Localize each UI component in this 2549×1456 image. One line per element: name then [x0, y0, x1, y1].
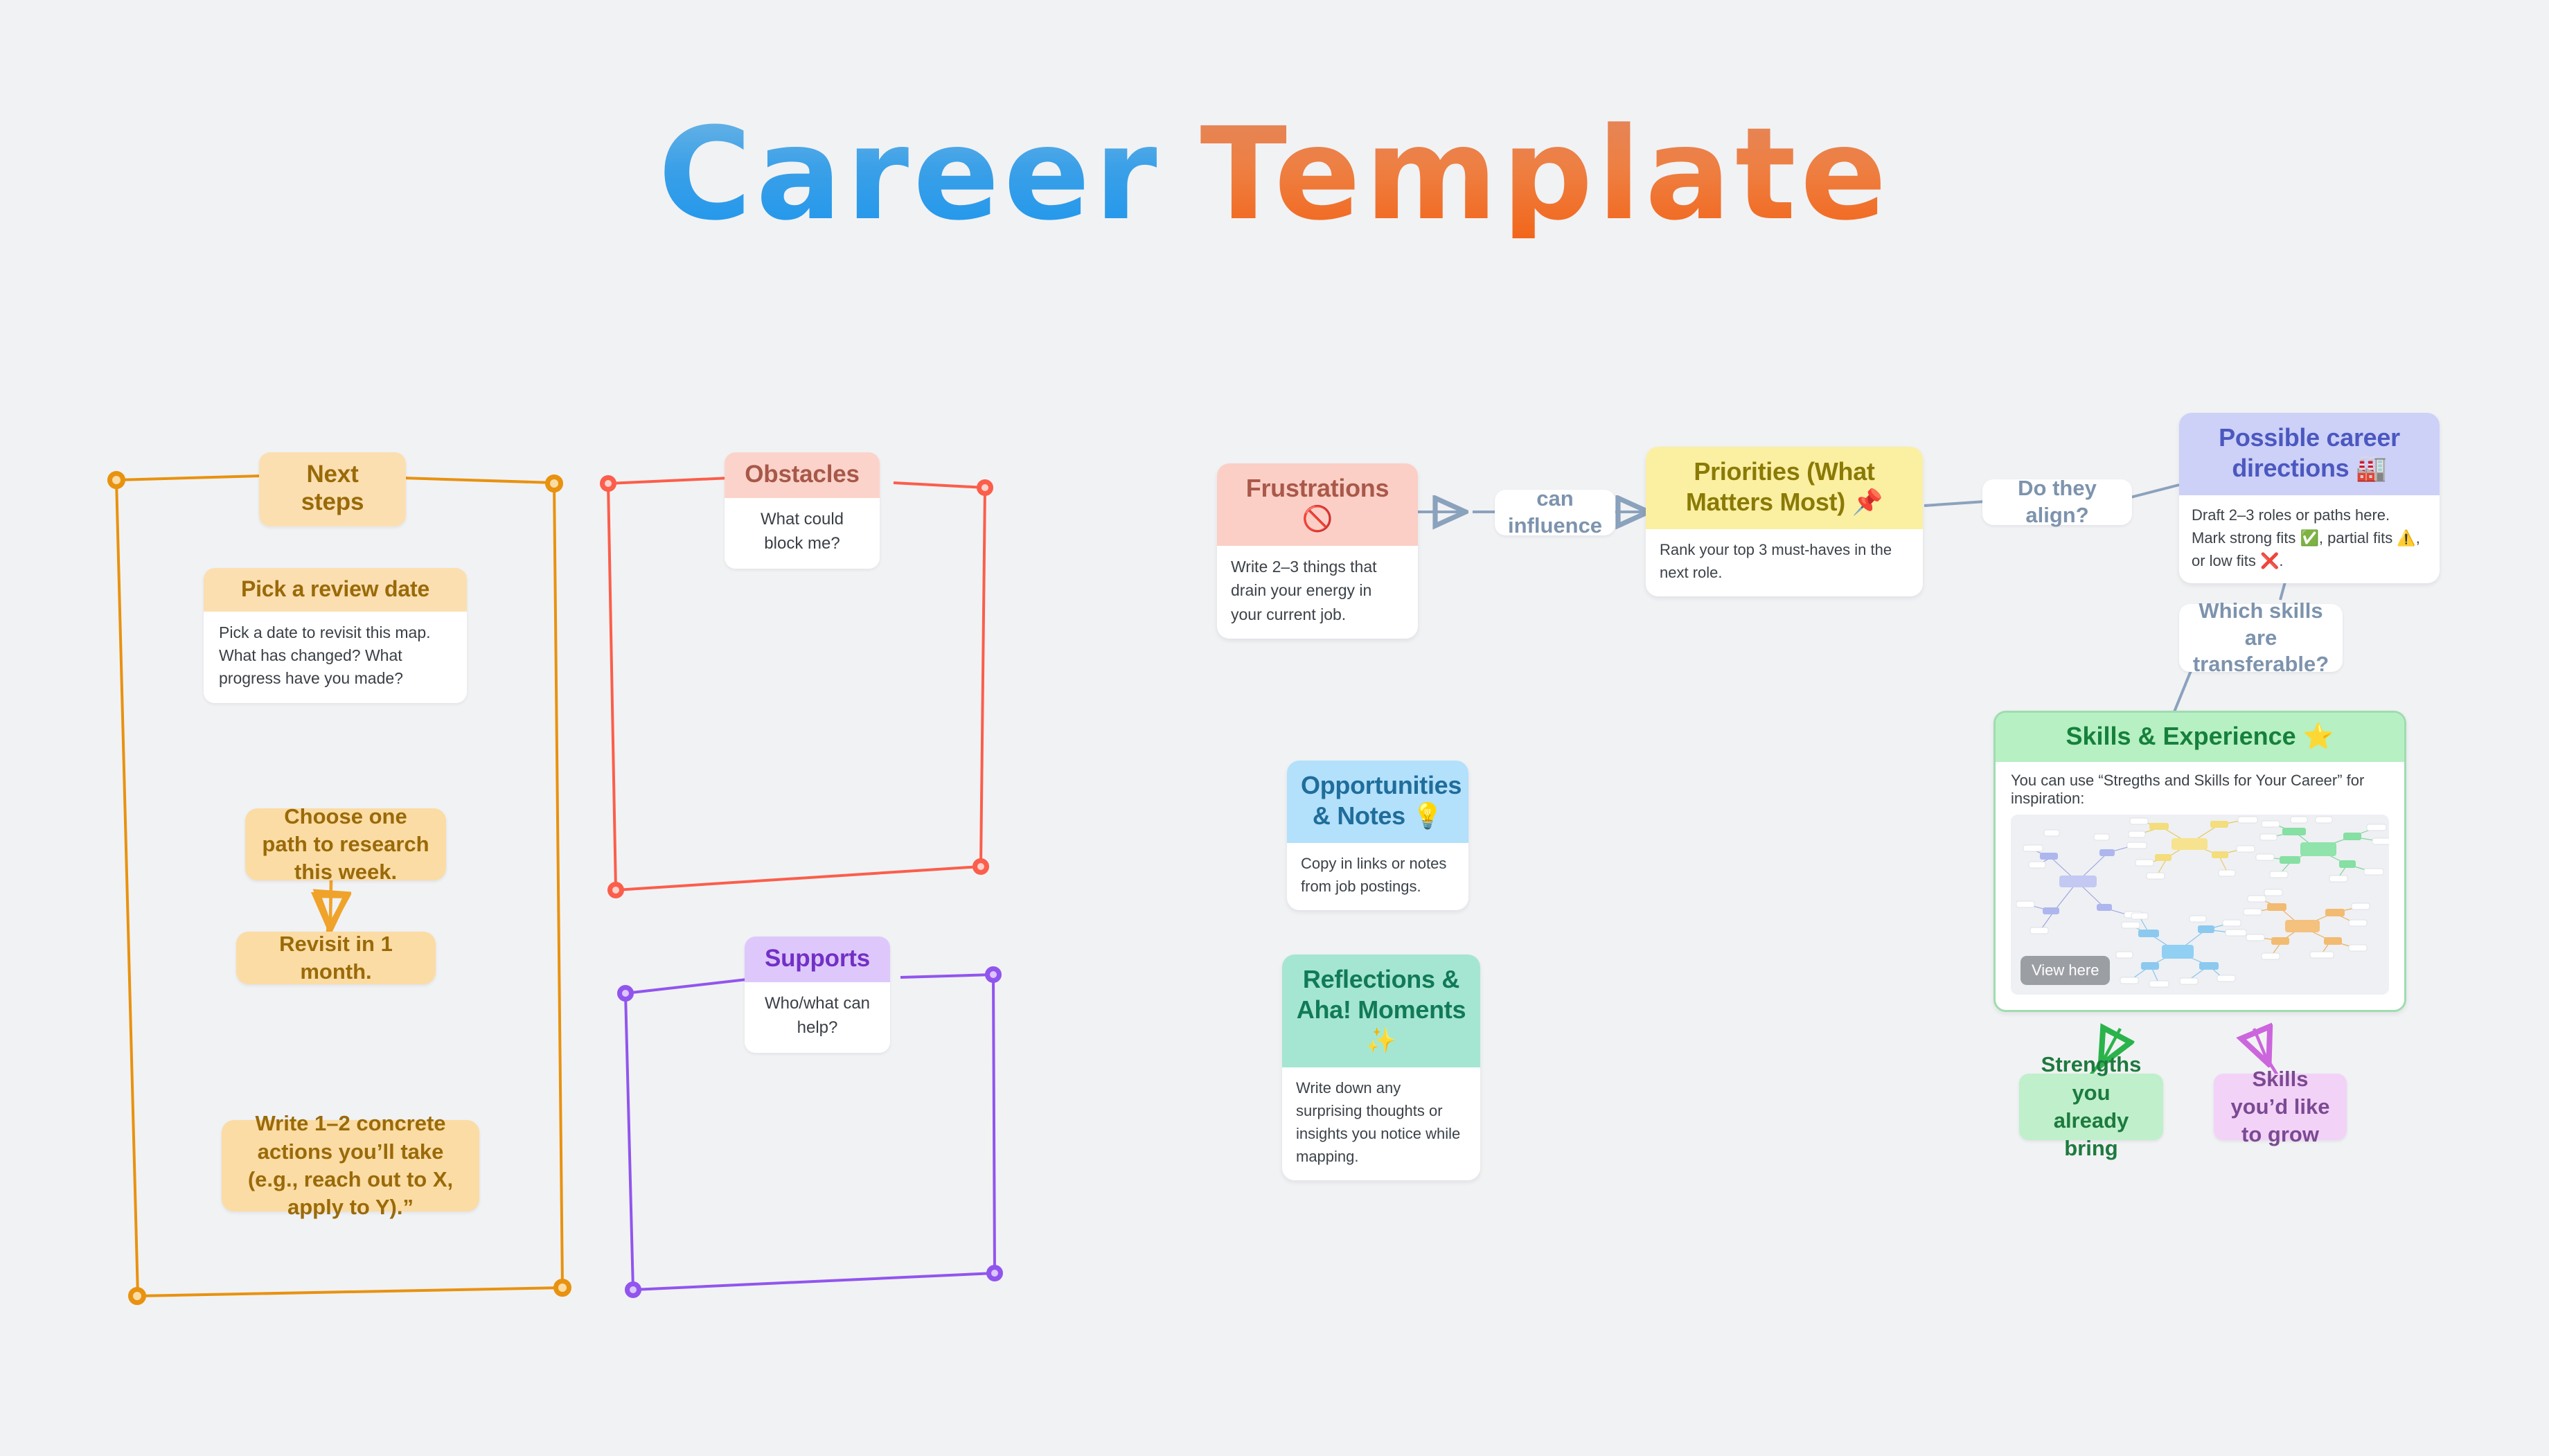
leaf-strengths-you-bring[interactable]: Strengths you already bring — [2019, 1052, 2163, 1160]
topic-reflections-aha-title-text: Reflections & Aha! Moments — [1296, 965, 1466, 1024]
frame-handle-obstacles-tr[interactable] — [977, 479, 993, 496]
mindmap-preview-graphic — [2016, 816, 2389, 988]
leaf-skills-to-grow[interactable]: Skills you’d like to grow — [2214, 1067, 2347, 1146]
relation-can-influence[interactable]: can influence — [1495, 486, 1615, 538]
connector-priorities-align — [1924, 500, 1986, 507]
connector-whichskills-skills — [2172, 668, 2193, 714]
frame-label-next-steps[interactable]: Next steps — [259, 452, 406, 526]
leaf-skills-to-grow-text: Skills you’d like to grow — [2230, 1066, 2330, 1147]
factory-icon: 🏭 — [2356, 454, 2387, 483]
topic-frustrations[interactable]: Frustrations 🚫 Write 2–3 things that dra… — [1217, 463, 1418, 639]
frame-handle-next-steps-tr[interactable] — [545, 474, 563, 492]
topic-reflections-aha[interactable]: Reflections & Aha! Moments ✨ Write down … — [1282, 955, 1480, 1180]
frame-handle-obstacles-br[interactable] — [972, 858, 989, 875]
title-word-career: Career — [658, 100, 1162, 249]
topic-career-directions[interactable]: Possible career directions 🏭 Draft 2–3 r… — [2179, 413, 2440, 583]
relation-can-influence-text: can influence — [1507, 486, 1603, 538]
sticky-revisit-one-month-text: Revisit in 1 month. — [279, 931, 393, 984]
relation-do-they-align[interactable]: Do they align? — [1982, 476, 2132, 527]
frame-label-supports[interactable]: Supports Who/what can help? — [745, 936, 890, 1053]
topic-priorities-title-text: Priorities (What Matters Most) — [1685, 457, 1875, 516]
frame-handle-supports-tl[interactable] — [617, 985, 634, 1002]
sticky-choose-one-path-text: Choose one path to research this week. — [262, 804, 429, 885]
frame-label-obstacles[interactable]: Obstacles What could block me? — [725, 452, 880, 569]
frame-handle-next-steps-bl[interactable] — [128, 1287, 146, 1305]
topic-career-directions-title: Possible career directions 🏭 — [2179, 413, 2440, 495]
frame-label-obstacles-title: Obstacles — [725, 452, 880, 499]
topic-priorities[interactable]: Priorities (What Matters Most) 📌 Rank yo… — [1646, 447, 1923, 596]
frame-handle-obstacles-tl[interactable] — [600, 475, 616, 492]
sticky-concrete-actions[interactable]: Write 1–2 concrete actions you’ll take (… — [222, 1111, 479, 1219]
leaf-strengths-you-bring-text: Strengths you already bring — [2041, 1052, 2142, 1161]
note-pick-review-date-body: Pick a date to revisit this map. What ha… — [204, 611, 467, 703]
topic-career-directions-title-text: Possible career directions — [2219, 423, 2400, 482]
star-icon: ⭐ — [2302, 722, 2334, 751]
arrow-skills-grow — [2254, 1029, 2266, 1058]
topic-frustrations-title: Frustrations 🚫 — [1217, 463, 1418, 546]
topic-skills-experience-note: You can use “Stregths and Skills for You… — [2011, 772, 2365, 807]
topic-frustrations-body: Write 2–3 things that drain your energy … — [1231, 557, 1377, 623]
topic-career-directions-body: Draft 2–3 roles or paths here. Mark stro… — [2192, 506, 2420, 569]
topic-priorities-title: Priorities (What Matters Most) 📌 — [1646, 447, 1923, 529]
frame-label-supports-title: Supports — [745, 936, 890, 983]
frame-handle-next-steps-tl[interactable] — [107, 471, 125, 489]
topic-skills-experience[interactable]: Skills & Experience ⭐ You can use “Streg… — [1993, 711, 2406, 1012]
frame-handle-supports-bl[interactable] — [625, 1281, 641, 1298]
topic-opportunities-notes[interactable]: Opportunities & Notes 💡 Copy in links or… — [1287, 761, 1468, 910]
sticky-choose-one-path[interactable]: Choose one path to research this week. — [245, 804, 446, 884]
sticky-concrete-actions-text: Write 1–2 concrete actions you’ll take (… — [247, 1111, 454, 1220]
topic-opportunities-notes-body: Copy in links or notes from job postings… — [1301, 854, 1447, 895]
frame-label-obstacles-body: What could block me? — [725, 498, 880, 569]
topic-reflections-aha-title: Reflections & Aha! Moments ✨ — [1282, 955, 1480, 1067]
sparkles-icon: ✨ — [1365, 1026, 1397, 1055]
note-pick-review-date[interactable]: Pick a review date Pick a date to revisi… — [204, 568, 467, 703]
note-pick-review-date-title: Pick a review date — [204, 568, 467, 612]
topic-priorities-body: Rank your top 3 must-haves in the next r… — [1660, 540, 1892, 581]
topic-reflections-aha-body: Write down any surprising thoughts or in… — [1296, 1078, 1461, 1165]
frame-handle-supports-tr[interactable] — [985, 966, 1002, 983]
mindmap-preview[interactable]: View here — [2011, 815, 2389, 995]
frame-label-next-steps-title: Next steps — [259, 452, 406, 526]
frame-handle-obstacles-bl[interactable] — [607, 882, 624, 898]
topic-opportunities-notes-title: Opportunities & Notes 💡 — [1287, 761, 1468, 843]
frame-label-supports-body: Who/what can help? — [745, 982, 890, 1053]
topic-skills-experience-title-text: Skills & Experience — [2066, 722, 2296, 750]
topic-skills-experience-title: Skills & Experience ⭐ — [1996, 713, 2404, 762]
no-entry-icon: 🚫 — [1302, 504, 1333, 533]
pushpin-icon: 📌 — [1851, 488, 1883, 517]
relation-which-skills-transferable[interactable]: Which skills are transferable? — [2179, 598, 2343, 676]
frame-handle-next-steps-br[interactable] — [553, 1279, 571, 1297]
title-word-template: Template — [1200, 100, 1891, 249]
topic-opportunities-notes-title-text: Opportunities & Notes — [1301, 771, 1462, 830]
sticky-revisit-one-month[interactable]: Revisit in 1 month. — [236, 932, 436, 984]
topic-frustrations-title-text: Frustrations — [1245, 474, 1389, 502]
relation-do-they-align-text: Do they align? — [2018, 476, 2097, 527]
view-here-button[interactable]: View here — [2020, 956, 2111, 985]
connector-align-directions — [2130, 483, 2180, 499]
light-bulb-icon: 💡 — [1412, 801, 1444, 831]
frame-handle-supports-br[interactable] — [986, 1265, 1003, 1281]
relation-which-skills-transferable-text: Which skills are transferable? — [2192, 598, 2329, 677]
